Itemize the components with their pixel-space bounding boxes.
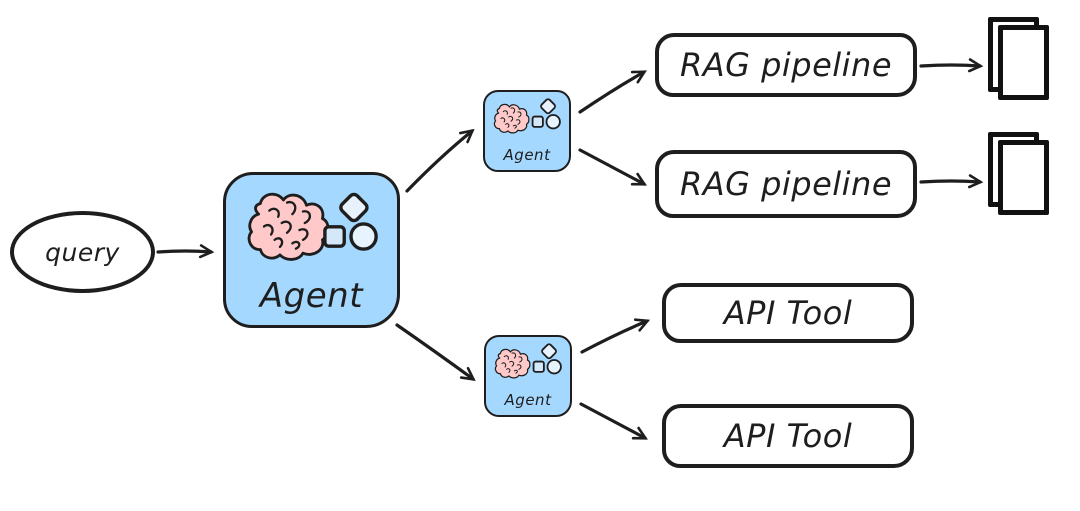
arrow-main-to-sub-agent-top: [405, 128, 475, 193]
shapes-icon: [322, 192, 380, 252]
document-page-front: [998, 140, 1049, 215]
query-label: query: [45, 237, 120, 267]
brain-icon: [491, 100, 531, 134]
api-tool-1-label: API Tool: [723, 294, 853, 332]
documents-icon: [988, 17, 1050, 103]
main-agent-node: Agent: [223, 172, 400, 328]
api-tool-2-node: API Tool: [662, 404, 914, 468]
brain-icon: [492, 345, 532, 379]
main-agent-label: Agent: [259, 276, 364, 316]
arrow-sub-bottom-to-api1: [580, 318, 651, 354]
sub-agent-bottom-node: Agent: [484, 335, 572, 417]
shapes-icon: [532, 343, 563, 375]
documents-icon: [988, 132, 1050, 218]
arrow-main-to-sub-agent-bottom: [395, 323, 476, 381]
shapes-icon: [531, 98, 562, 130]
rag-pipeline-2-node: RAG pipeline: [655, 150, 917, 218]
brain-icon: [241, 184, 333, 262]
api-tool-1-node: API Tool: [662, 283, 914, 343]
query-node: query: [10, 211, 155, 293]
rag-pipeline-1-node: RAG pipeline: [655, 33, 917, 97]
arrow-rag2-to-documents2: [919, 174, 984, 189]
arrow-query-to-main-agent: [156, 244, 215, 259]
sub-agent-bottom-label: Agent: [504, 391, 552, 409]
rag-pipeline-1-label: RAG pipeline: [679, 46, 893, 84]
api-tool-2-label: API Tool: [723, 417, 853, 455]
arrow-sub-top-to-rag1: [578, 70, 647, 114]
arrow-rag1-to-documents1: [919, 58, 984, 73]
sub-agent-top-node: Agent: [483, 90, 571, 172]
rag-pipeline-2-label: RAG pipeline: [679, 165, 893, 203]
document-page-front: [998, 25, 1049, 100]
sub-agent-top-label: Agent: [503, 146, 551, 164]
arrow-sub-top-to-rag2: [578, 148, 647, 186]
arrow-sub-bottom-to-api2: [579, 402, 648, 440]
